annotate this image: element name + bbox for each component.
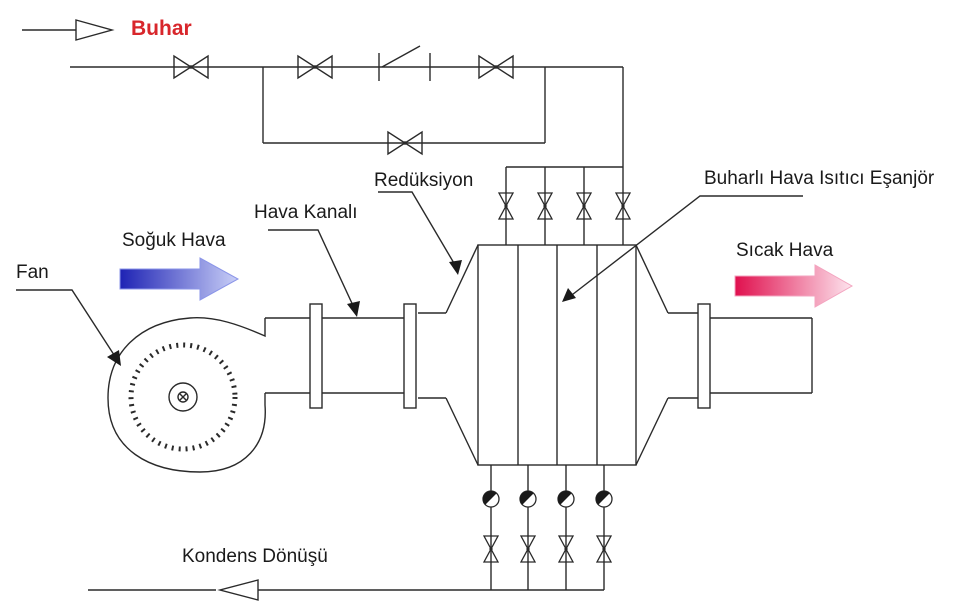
duct-label: Hava Kanalı (254, 202, 358, 223)
branch-valves (498, 192, 631, 220)
air-duct (265, 303, 813, 409)
steam-branch-header (505, 166, 623, 245)
cold-air-label: Soğuk Hava (122, 230, 226, 251)
hot-air-arrow (734, 264, 854, 308)
check-valve-arm (381, 45, 421, 68)
heater-exchanger (418, 244, 698, 466)
steam-inlet-arrow (22, 19, 115, 41)
steam-label: Buhar (131, 17, 192, 40)
steam-line-valves (173, 55, 514, 155)
condensate-pipes (88, 465, 605, 601)
reduction-label: Redüksiyon (374, 170, 474, 191)
heater-label: Buharlı Hava Isıtıcı Eşanjör (704, 168, 935, 189)
leader-arrowheads (107, 260, 576, 366)
condensate-return-label: Kondens Dönüşü (182, 546, 328, 567)
condensate-traps (482, 490, 613, 508)
condensate-valves (483, 535, 612, 563)
fan-housing (107, 317, 266, 473)
hot-air-label: Sıcak Hava (736, 240, 834, 261)
leader-lines (16, 191, 803, 362)
cold-air-arrow (119, 257, 240, 301)
fan-label: Fan (16, 262, 49, 283)
